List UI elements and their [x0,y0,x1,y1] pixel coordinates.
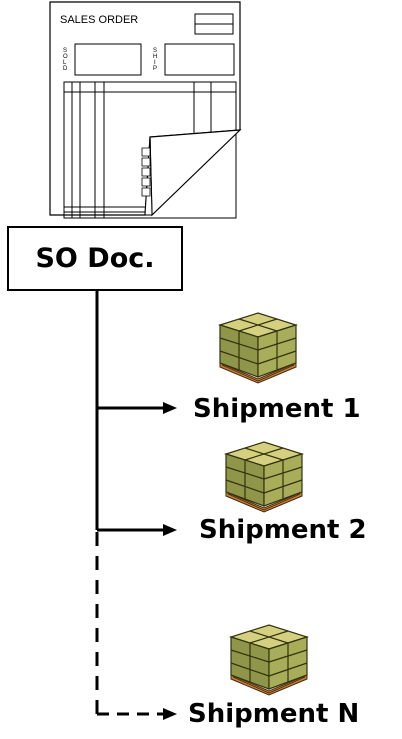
arrow-shipment-2 [97,524,177,536]
sales-order-form-icon: SALES ORDER SO LD SH IP [49,1,242,219]
pallet-icon-shipment-n [230,624,308,696]
form-title: SALES ORDER [60,14,138,26]
svg-text:P: P [153,66,157,72]
svg-text:O: O [63,54,68,60]
so-doc-label: SO Doc. [35,243,155,274]
shipment-2-label: Shipment 2 [199,515,367,545]
svg-text:S: S [63,48,67,54]
svg-text:I: I [154,60,156,66]
shipment-1-label: Shipment 1 [193,394,361,424]
svg-text:S: S [153,48,157,54]
svg-text:L: L [63,60,67,66]
pallet-icon-shipment-1 [219,312,297,384]
arrow-shipment-n [97,708,177,720]
pallet-icon-shipment-2 [225,441,303,513]
so-doc-box: SO Doc. [7,226,183,291]
svg-text:D: D [63,66,68,72]
arrow-shipment-1 [97,402,177,414]
shipment-n-label: Shipment N [188,699,360,729]
svg-text:H: H [153,54,157,60]
